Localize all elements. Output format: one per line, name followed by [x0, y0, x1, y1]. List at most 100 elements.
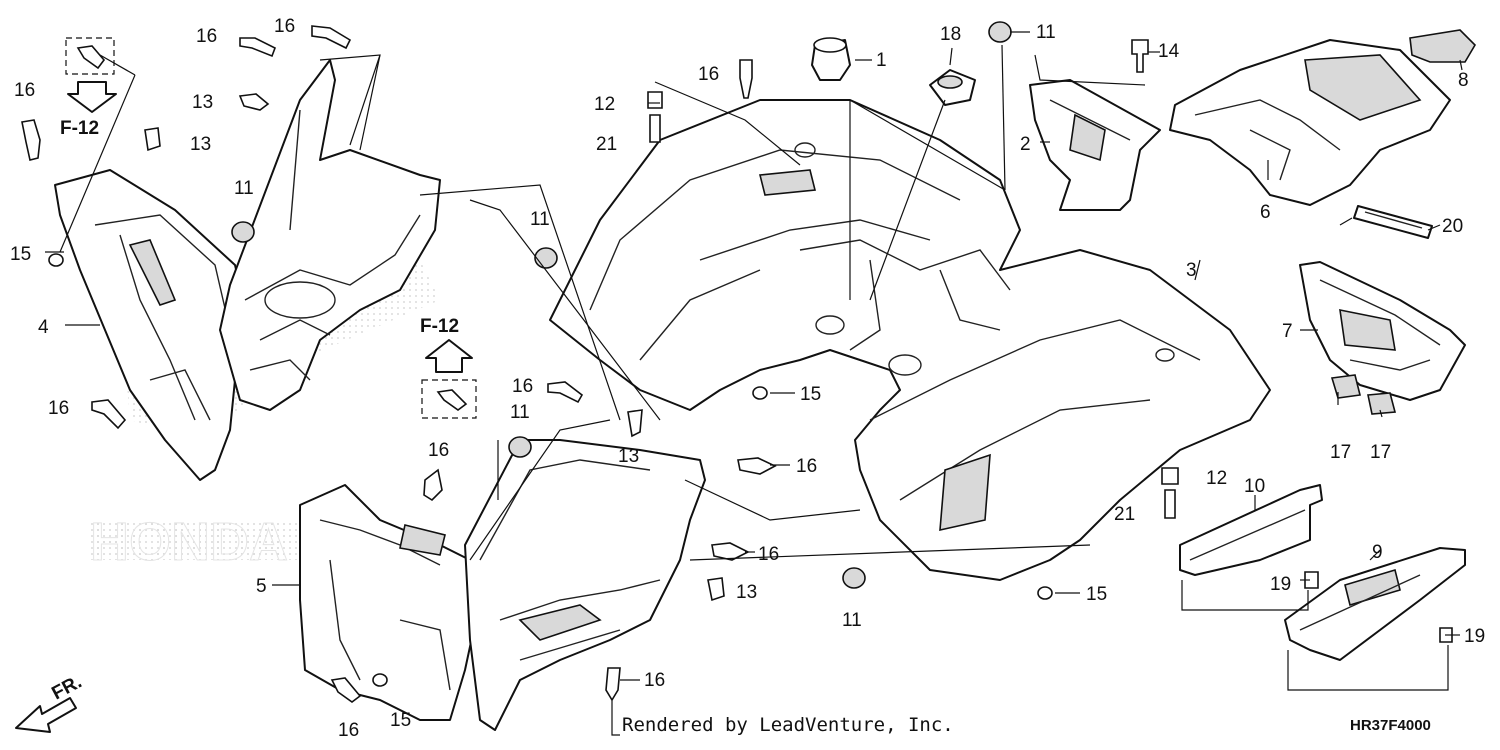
bolt-14[interactable] [1131, 39, 1149, 73]
bolt-16-a[interactable] [239, 37, 277, 58]
callout-20[interactable]: 20 [1442, 216, 1463, 237]
callout-16-h[interactable]: 16 [796, 456, 817, 477]
callout-6[interactable]: 6 [1260, 202, 1271, 223]
bolt-16-ref-a[interactable] [76, 45, 106, 70]
callout-12-top[interactable]: 12 [594, 94, 615, 115]
callout-16-b[interactable]: 16 [274, 16, 295, 37]
part-17-rubber-right[interactable] [1367, 392, 1397, 415]
bolt-19-a[interactable] [1304, 571, 1319, 589]
callout-17-right[interactable]: 17 [1370, 442, 1391, 463]
callout-15-d[interactable]: 15 [390, 710, 411, 731]
callout-1[interactable]: 1 [876, 50, 887, 71]
bolt-16-g[interactable] [423, 468, 443, 502]
reference-f12-middle[interactable]: F-12 [420, 316, 477, 419]
bolt-21-a[interactable] [649, 114, 661, 143]
callout-21-right[interactable]: 21 [1114, 504, 1135, 525]
part-3-rear-fender[interactable] [549, 99, 1271, 581]
bolt-16-f[interactable] [547, 381, 584, 404]
part-2-panel[interactable] [1029, 79, 1161, 211]
callout-5[interactable]: 5 [256, 576, 267, 597]
callout-19-b[interactable]: 19 [1464, 626, 1485, 647]
callout-11-lower[interactable]: 11 [510, 402, 530, 423]
callout-16-e[interactable]: 16 [698, 64, 719, 85]
part-4-left-fender[interactable] [54, 169, 251, 481]
part-11-grommet-d[interactable] [842, 567, 866, 589]
bolt-12-a[interactable] [647, 91, 663, 109]
callout-11-top[interactable]: 11 [1036, 22, 1056, 43]
bolt-13-a[interactable] [238, 93, 270, 111]
bolt-16-j[interactable] [605, 667, 621, 702]
callout-16-f[interactable]: 16 [512, 376, 533, 397]
bolt-16-i[interactable] [711, 542, 750, 561]
callout-16-j[interactable]: 16 [644, 670, 665, 691]
part-11-grommet-e[interactable] [988, 21, 1012, 43]
callout-16-c[interactable]: 16 [14, 80, 35, 101]
nut-15-a[interactable] [48, 253, 64, 267]
callout-16-d[interactable]: 16 [48, 398, 69, 419]
callout-13-c[interactable]: 13 [618, 446, 639, 467]
callout-14[interactable]: 14 [1158, 41, 1180, 62]
bolt-13-c[interactable] [627, 409, 643, 438]
bolt-13-b[interactable] [144, 127, 161, 152]
front-direction-arrow: FR. [15, 672, 85, 733]
part-11-grommet-c[interactable] [508, 436, 532, 458]
callout-4[interactable]: 4 [38, 317, 49, 338]
callout-11-left[interactable]: 11 [234, 178, 254, 199]
svg-text:HONDA: HONDA [90, 512, 288, 572]
reference-label: F-12 [60, 118, 99, 139]
callout-16-i[interactable]: 16 [758, 544, 779, 565]
callout-16-g[interactable]: 16 [428, 440, 449, 461]
nut-15-d[interactable] [372, 673, 388, 687]
part-6-rear-cover[interactable] [1169, 39, 1451, 206]
callout-18[interactable]: 18 [940, 24, 961, 45]
reference-f12-top[interactable]: F-12 [60, 37, 117, 139]
callout-16-a[interactable]: 16 [196, 26, 217, 47]
part-10-strip[interactable] [1179, 484, 1323, 576]
callout-11-center[interactable]: 11 [530, 209, 550, 230]
reference-label: F-12 [420, 316, 459, 337]
callout-17-left[interactable]: 17 [1330, 442, 1351, 463]
diagram-code: HR37F4000 [1350, 717, 1431, 734]
callout-13-a[interactable]: 13 [192, 92, 213, 113]
part-11-grommet-a[interactable] [231, 221, 255, 243]
callout-12-right[interactable]: 12 [1206, 468, 1227, 489]
callout-21-top[interactable]: 21 [596, 134, 617, 155]
callout-15-c[interactable]: 15 [1086, 584, 1107, 605]
bolt-16-e[interactable] [739, 59, 753, 99]
callout-16-k[interactable]: 16 [338, 720, 359, 741]
part-1-grommet[interactable] [811, 37, 851, 81]
callout-10[interactable]: 10 [1244, 476, 1265, 497]
callout-13-b[interactable]: 13 [190, 134, 211, 155]
bolt-16-c[interactable] [21, 119, 41, 161]
nut-15-b[interactable] [752, 386, 768, 400]
callout-15-a[interactable]: 15 [10, 244, 31, 265]
part-4-inner-panel[interactable] [219, 59, 441, 411]
callout-15-b[interactable]: 15 [800, 384, 821, 405]
part-7-box[interactable] [1299, 261, 1466, 401]
callout-13-d[interactable]: 13 [736, 582, 757, 603]
callout-3[interactable]: 3 [1186, 260, 1197, 281]
bolt-21-b[interactable] [1164, 489, 1176, 519]
callout-19-a[interactable]: 19 [1270, 574, 1291, 595]
callout-7[interactable]: 7 [1282, 321, 1293, 342]
bolt-12-b[interactable] [1161, 467, 1179, 485]
nut-15-c[interactable] [1037, 586, 1053, 600]
part-9-guard[interactable] [1284, 547, 1466, 661]
part-5-right-fender[interactable] [299, 439, 706, 731]
part-8-clip[interactable] [1409, 29, 1477, 63]
part-18-cap[interactable] [929, 69, 976, 106]
bolt-16-h[interactable] [737, 457, 777, 475]
bolt-16-b[interactable] [311, 25, 352, 50]
part-20-strap[interactable] [1353, 205, 1433, 239]
bolt-16-ref-b[interactable] [436, 389, 468, 411]
callout-8[interactable]: 8 [1458, 70, 1469, 91]
bolt-16-d[interactable] [91, 399, 127, 430]
bolt-13-d[interactable] [707, 577, 725, 602]
callout-2[interactable]: 2 [1020, 134, 1031, 155]
callout-9[interactable]: 9 [1372, 542, 1383, 563]
part-17-rubber-left[interactable] [1330, 374, 1361, 399]
callout-11-bottom[interactable]: 11 [842, 610, 862, 631]
bolt-16-k[interactable] [330, 677, 362, 703]
part-11-grommet-b[interactable] [534, 247, 558, 269]
